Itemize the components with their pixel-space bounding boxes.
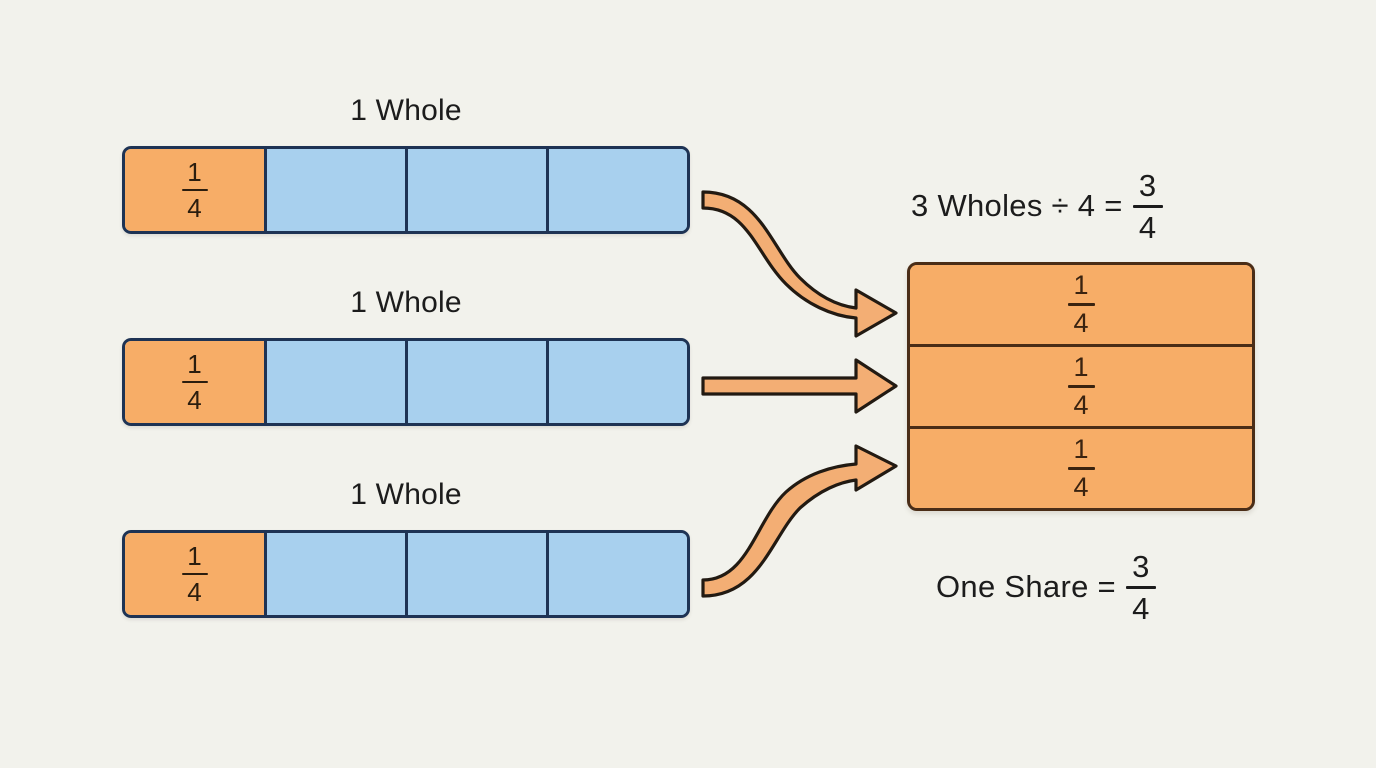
fraction-numerator: 1 [1073, 270, 1089, 301]
arrow-whole-1-to-share-icon [701, 190, 898, 338]
fraction-denominator: 4 [1073, 307, 1089, 338]
equation-bottom-fraction: 3 4 [1125, 549, 1156, 626]
fraction-one-fourth: 1 4 [181, 156, 208, 224]
whole-3-segment-4-empty [549, 533, 687, 615]
whole-bar-2: 1 4 [122, 338, 690, 426]
arrow-whole-3-to-share-icon [701, 444, 898, 598]
one-share-result-box: 1 4 1 4 1 4 [907, 262, 1255, 511]
whole-1-segment-3-empty [408, 149, 549, 231]
fraction-one-fourth: 1 4 [1067, 352, 1095, 420]
whole-1-segment-2-empty [267, 149, 408, 231]
fraction-divider-line [1067, 385, 1095, 388]
fraction-one-fourth: 1 4 [181, 540, 208, 608]
equation-bottom-text: One Share = [936, 568, 1116, 604]
fraction-numerator: 1 [1073, 434, 1089, 465]
fraction-divider-line [1125, 586, 1156, 589]
fraction-numerator: 1 [187, 156, 202, 187]
equation-top-text: 3 Wholes ÷ 4 = [911, 187, 1123, 223]
fraction-one-fourth: 1 4 [181, 348, 208, 416]
fraction-numerator: 3 [1132, 549, 1150, 584]
whole-1-segment-1-filled: 1 4 [125, 149, 267, 231]
fraction-divider-line [181, 188, 208, 192]
whole-1-segment-4-empty [549, 149, 687, 231]
whole-label-3: 1 Whole [350, 478, 462, 511]
whole-3-segment-1-filled: 1 4 [125, 533, 267, 615]
fraction-divider-line [181, 380, 208, 384]
fraction-one-fourth: 1 4 [1067, 270, 1095, 338]
fraction-denominator: 4 [1138, 210, 1157, 245]
fraction-denominator: 4 [1073, 471, 1089, 502]
whole-bar-group-1: 1 Whole 1 4 [122, 94, 690, 234]
fraction-numerator: 1 [187, 540, 202, 571]
result-cell-2: 1 4 [910, 347, 1252, 429]
whole-bar-3: 1 4 [122, 530, 690, 618]
equation-top-fraction: 3 4 [1132, 168, 1163, 245]
whole-bar-group-3: 1 Whole 1 4 [122, 478, 690, 618]
arrow-whole-2-to-share-icon [701, 358, 898, 414]
whole-2-segment-2-empty [267, 341, 408, 423]
result-cell-3: 1 4 [910, 429, 1252, 508]
whole-label-1: 1 Whole [350, 94, 462, 127]
result-cell-1: 1 4 [910, 265, 1252, 347]
fraction-divider-line [1067, 303, 1095, 306]
whole-label-2: 1 Whole [350, 286, 462, 319]
fraction-denominator: 4 [1073, 389, 1089, 420]
equation-division-statement: 3 Wholes ÷ 4 = 3 4 [911, 168, 1163, 243]
whole-2-segment-1-filled: 1 4 [125, 341, 267, 423]
fraction-one-fourth: 1 4 [1067, 434, 1095, 502]
whole-3-segment-2-empty [267, 533, 408, 615]
whole-2-segment-4-empty [549, 341, 687, 423]
whole-3-segment-3-empty [408, 533, 549, 615]
fraction-divider-line [1132, 205, 1163, 208]
fraction-numerator: 1 [1073, 352, 1089, 383]
whole-bar-1: 1 4 [122, 146, 690, 234]
fraction-divider-line [181, 572, 208, 576]
fraction-numerator: 1 [187, 348, 202, 379]
fraction-numerator: 3 [1138, 168, 1157, 203]
fraction-denominator: 4 [187, 193, 202, 224]
whole-bar-group-2: 1 Whole 1 4 [122, 286, 690, 426]
whole-2-segment-3-empty [408, 341, 549, 423]
fraction-denominator: 4 [187, 385, 202, 416]
fraction-denominator: 4 [1132, 591, 1150, 626]
fraction-denominator: 4 [187, 577, 202, 608]
fraction-divider-line [1067, 467, 1095, 470]
equation-one-share-statement: One Share = 3 4 [936, 549, 1156, 624]
